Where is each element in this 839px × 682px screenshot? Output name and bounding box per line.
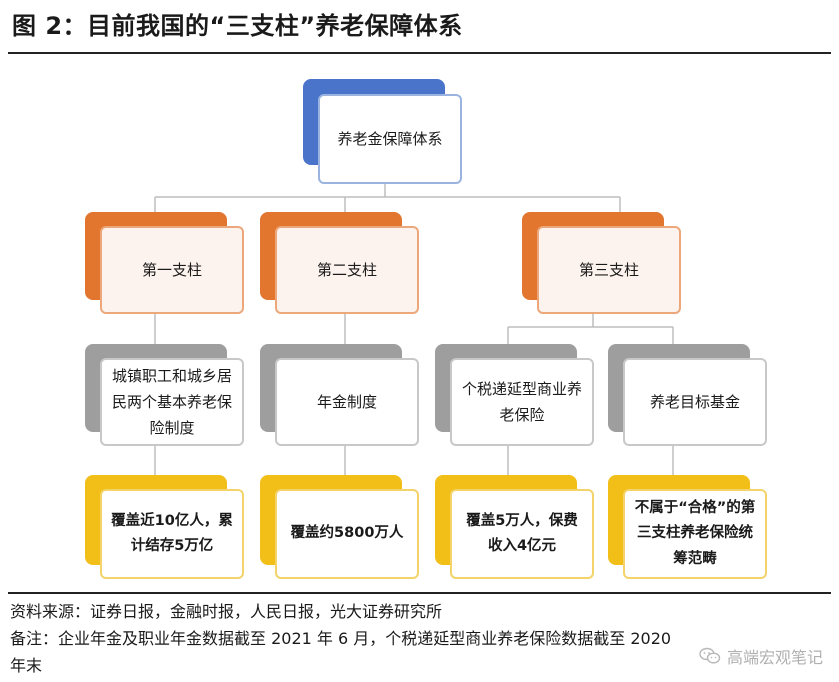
wechat-icon (699, 647, 721, 664)
coverage-2: 覆盖约5800万人 (275, 489, 419, 579)
root-node: 养老金保障体系 (318, 94, 462, 184)
pillar-1: 第一支柱 (100, 226, 244, 314)
watermark: 高端宏观笔记 (699, 644, 823, 668)
program-3: 个税递延型商业养老保险 (450, 358, 594, 446)
program-2: 年金制度 (275, 358, 419, 446)
watermark-text: 高端宏观笔记 (726, 648, 823, 667)
pillar-3: 第三支柱 (537, 226, 681, 314)
program-1: 城镇职工和城乡居民两个基本养老保险制度 (100, 358, 244, 446)
remark-line-1: 备注：企业年金及职业年金数据截至 2021 年 6 月，个税递延型商业养老保险数… (10, 629, 672, 648)
figure-title: 图 2：目前我国的“三支柱”养老保障体系 (12, 12, 463, 40)
program-4: 养老目标基金 (623, 358, 767, 446)
remark-line-2: 年末 (10, 656, 43, 675)
source-note: 资料来源：证券日报，金融时报，人民日报，光大证券研究所 (10, 602, 443, 621)
pillar-2: 第二支柱 (275, 226, 419, 314)
coverage-3: 覆盖5万人，保费收入4亿元 (450, 489, 594, 579)
coverage-4: 不属于“合格”的第三支柱养老保险统筹范畴 (623, 489, 767, 579)
footer-rule (8, 592, 831, 594)
title-rule (8, 52, 831, 54)
coverage-1: 覆盖近10亿人，累计结存5万亿 (100, 489, 244, 579)
